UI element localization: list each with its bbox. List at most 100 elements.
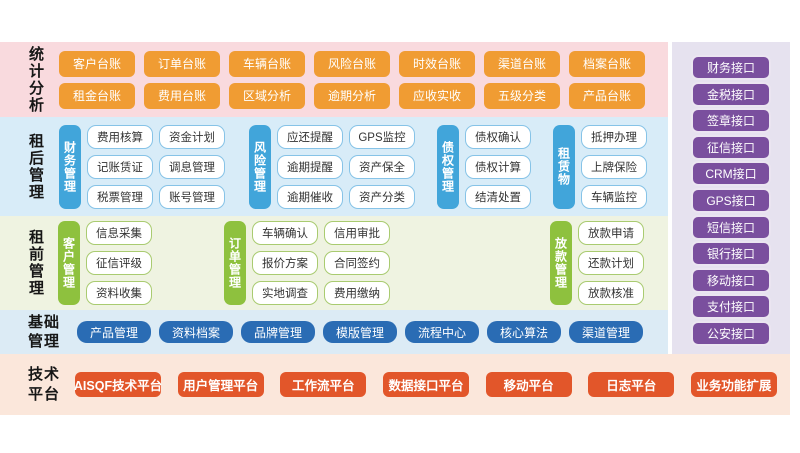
interface-button[interactable]: 财务接口: [691, 55, 771, 80]
interface-button[interactable]: 支付接口: [691, 294, 771, 320]
platform-button[interactable]: 业务功能扩展: [690, 372, 777, 397]
module-button[interactable]: 资料档案: [159, 321, 233, 343]
interface-button[interactable]: 移动接口: [691, 267, 771, 293]
module-button[interactable]: 抵押办理: [581, 124, 647, 149]
module-button[interactable]: 核心算法: [487, 321, 561, 343]
module-button[interactable]: 渠道台账: [484, 50, 560, 77]
group-tab-leased-assets[interactable]: 租赁物: [553, 124, 575, 209]
module-button[interactable]: 实地调查: [252, 281, 318, 305]
module-button[interactable]: 费用核算: [87, 124, 153, 149]
group-grid: 抵押办理 上牌保险 车辆监控: [581, 124, 647, 209]
group-grid: 应还提醒 GPS监控 逾期提醒 资产保全 逾期催收 资产分类: [277, 124, 415, 209]
group-grid: 放款申请 还款计划 放款核准: [578, 221, 644, 305]
platform-button[interactable]: 工作流平台: [280, 372, 367, 397]
basic-button-row: 产品管理 资料档案 品牌管理 模版管理 流程中心 核心算法 渠道管理: [77, 321, 643, 343]
module-button[interactable]: 信息采集: [86, 221, 152, 245]
stats-button-grid: 客户台账 订单台账 车辆台账 风险台账 时效台账 渠道台账 档案台账 租金台账 …: [59, 50, 645, 109]
module-button[interactable]: 资产分类: [349, 184, 415, 209]
section-label-pre-lease: 租前管理: [27, 229, 44, 297]
group-loan-mgmt: 放款管理 放款申请 还款计划 放款核准: [550, 221, 644, 305]
band-stats-analysis: 统计分析 客户台账 订单台账 车辆台账 风险台账 时效台账 渠道台账 档案台账 …: [0, 42, 668, 117]
module-button[interactable]: 逾期提醒: [277, 154, 343, 179]
group-finance-mgmt: 财务管理 费用核算 资金计划 记账赁证 调息管理 税票管理 账号管理: [59, 124, 225, 209]
interface-button[interactable]: 金税接口: [691, 81, 771, 107]
module-button[interactable]: 资产保全: [349, 154, 415, 179]
group-leased-assets: 租赁物 抵押办理 上牌保险 车辆监控: [553, 124, 647, 209]
interface-button[interactable]: CRM接口: [691, 161, 771, 187]
platform-button[interactable]: 用户管理平台: [177, 372, 264, 397]
tech-button-row: AISQF技术平台 用户管理平台 工作流平台 数据接口平台 移动平台 日志平台 …: [74, 372, 777, 397]
group-tab-customer[interactable]: 客户管理: [58, 221, 80, 305]
module-button[interactable]: 五级分类: [484, 82, 560, 109]
module-button[interactable]: 产品台账: [569, 82, 645, 109]
module-button[interactable]: 调息管理: [159, 154, 225, 179]
module-button[interactable]: 放款申请: [578, 221, 644, 245]
section-label-basic: 基础管理: [28, 313, 61, 351]
group-tab-finance[interactable]: 财务管理: [59, 124, 81, 209]
module-button[interactable]: 车辆台账: [229, 50, 305, 77]
module-button[interactable]: 费用缴纳: [324, 281, 390, 305]
band-post-lease: 租后管理 财务管理 费用核算 资金计划 记账赁证 调息管理 税票管理 账号管理 …: [0, 117, 668, 216]
module-button[interactable]: 车辆监控: [581, 184, 647, 209]
module-button[interactable]: 应还提醒: [277, 124, 343, 149]
group-tab-loan[interactable]: 放款管理: [550, 221, 572, 305]
module-button[interactable]: 档案台账: [569, 50, 645, 77]
band-pre-lease: 租前管理 客户管理 信息采集 征信评级 资料收集 订单管理 车辆确认 信用审批 …: [0, 216, 668, 310]
module-button[interactable]: 模版管理: [323, 321, 397, 343]
platform-button[interactable]: 数据接口平台: [382, 372, 469, 397]
module-button[interactable]: 产品管理: [77, 321, 151, 343]
module-button[interactable]: 上牌保险: [581, 154, 647, 179]
interface-button[interactable]: 短信接口: [691, 214, 771, 240]
platform-button[interactable]: 日志平台: [588, 372, 675, 397]
interface-button[interactable]: 公安接口: [691, 320, 771, 346]
module-button[interactable]: 渠道管理: [569, 321, 643, 343]
interface-button[interactable]: 征信接口: [691, 134, 771, 160]
band-tech-platform: 技术平台 AISQF技术平台 用户管理平台 工作流平台 数据接口平台 移动平台 …: [0, 354, 790, 415]
module-button[interactable]: 信用审批: [324, 221, 390, 245]
module-button[interactable]: 放款核准: [578, 281, 644, 305]
module-button[interactable]: 品牌管理: [241, 321, 315, 343]
module-button[interactable]: 车辆确认: [252, 221, 318, 245]
section-label-tech: 技术平台: [28, 366, 61, 403]
group-tab-risk[interactable]: 风险管理: [249, 124, 271, 209]
module-button[interactable]: 费用台账: [144, 82, 220, 109]
platform-button[interactable]: 移动平台: [485, 372, 572, 397]
interface-button[interactable]: 银行接口: [691, 241, 771, 267]
module-button[interactable]: 订单台账: [144, 50, 220, 77]
module-button[interactable]: 客户台账: [59, 50, 135, 77]
group-grid: 债权确认 债权计算 结清处置: [465, 124, 531, 209]
group-tab-debt[interactable]: 债权管理: [437, 124, 459, 209]
module-button[interactable]: 资金计划: [159, 124, 225, 149]
module-button[interactable]: 记账赁证: [87, 154, 153, 179]
module-button[interactable]: GPS监控: [349, 124, 415, 149]
interface-button[interactable]: GPS接口: [691, 187, 771, 213]
module-button[interactable]: 逾期催收: [277, 184, 343, 209]
group-customer-mgmt: 客户管理 信息采集 征信评级 资料收集: [58, 221, 152, 305]
module-button[interactable]: 租金台账: [59, 82, 135, 109]
module-button[interactable]: 结清处置: [465, 184, 531, 209]
module-button[interactable]: 征信评级: [86, 251, 152, 275]
band-basic-mgmt: 基础管理 产品管理 资料档案 品牌管理 模版管理 流程中心 核心算法 渠道管理: [0, 310, 668, 354]
module-button[interactable]: 流程中心: [405, 321, 479, 343]
platform-button[interactable]: AISQF技术平台: [74, 372, 162, 397]
module-button[interactable]: 资料收集: [86, 281, 152, 305]
module-button[interactable]: 时效台账: [399, 50, 475, 77]
group-grid: 车辆确认 信用审批 报价方案 合同签约 实地调查 费用缴纳: [252, 221, 390, 305]
module-button[interactable]: 风险台账: [314, 50, 390, 77]
group-tab-order[interactable]: 订单管理: [224, 221, 246, 305]
section-label-stats: 统计分析: [27, 45, 44, 114]
module-button[interactable]: 报价方案: [252, 251, 318, 275]
interface-button[interactable]: 签章接口: [691, 108, 771, 134]
module-button[interactable]: 债权计算: [465, 154, 531, 179]
module-button[interactable]: 逾期分析: [314, 82, 390, 109]
module-button[interactable]: 债权确认: [465, 124, 531, 149]
interface-sidebar: 财务接口 金税接口 签章接口 征信接口 CRM接口 GPS接口 短信接口 银行接…: [672, 42, 790, 354]
group-order-mgmt: 订单管理 车辆确认 信用审批 报价方案 合同签约 实地调查 费用缴纳: [224, 221, 390, 305]
module-button[interactable]: 应收实收: [399, 82, 475, 109]
module-button[interactable]: 合同签约: [324, 251, 390, 275]
module-button[interactable]: 还款计划: [578, 251, 644, 275]
group-grid: 费用核算 资金计划 记账赁证 调息管理 税票管理 账号管理: [87, 124, 225, 209]
module-button[interactable]: 账号管理: [159, 184, 225, 209]
module-button[interactable]: 区域分析: [229, 82, 305, 109]
module-button[interactable]: 税票管理: [87, 184, 153, 209]
